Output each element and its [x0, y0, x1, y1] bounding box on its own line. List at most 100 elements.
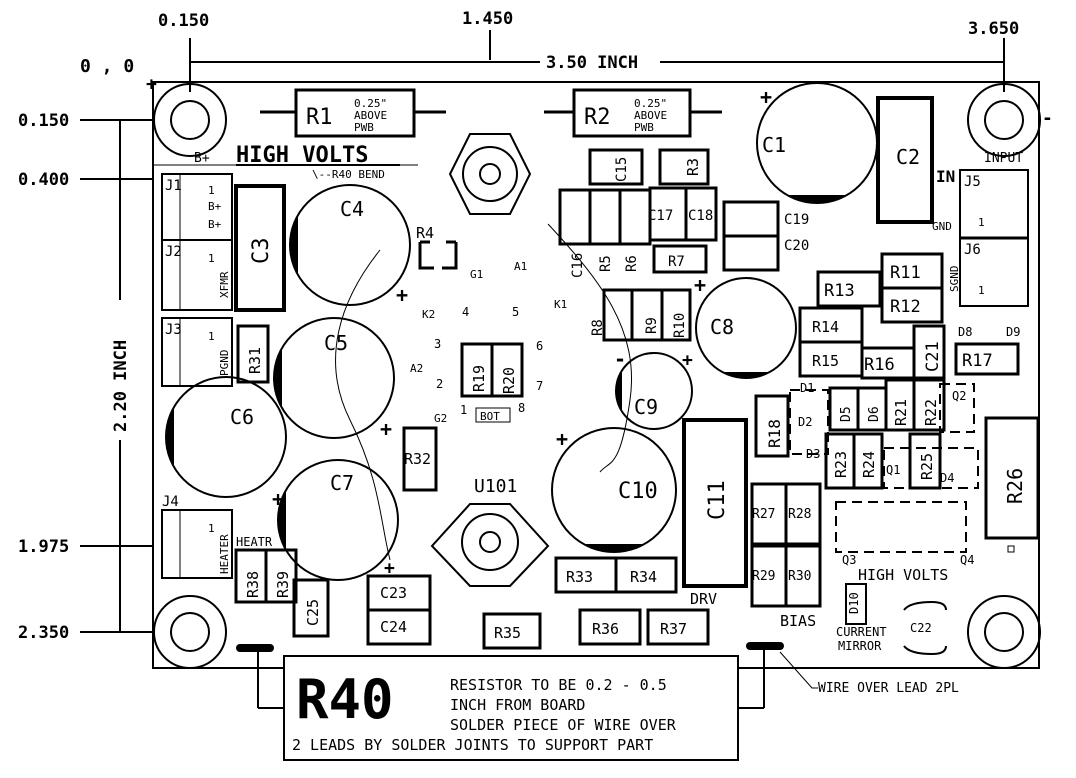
- label-c4: C4: [340, 197, 364, 221]
- label-r27: R27: [752, 507, 775, 522]
- label-p4: 4: [462, 305, 469, 319]
- label-r16: R16: [864, 355, 895, 375]
- label-plus: +: [556, 427, 568, 451]
- u101-regulator: [430, 503, 550, 587]
- r40-line1: RESISTOR TO BE 0.2 - 0.5: [450, 676, 667, 694]
- mounting-hole-top-right: [967, 83, 1041, 157]
- dim-y-top: 0.150: [18, 111, 69, 131]
- label-pin1: 1: [208, 184, 215, 197]
- label-current: CURRENT: [836, 625, 887, 639]
- label-c20: C20: [784, 238, 809, 254]
- label-pin1: 1: [978, 216, 985, 229]
- label-p1: 1: [460, 403, 467, 417]
- label-c17: C17: [648, 208, 673, 224]
- label-note-b: ABOVE: [634, 109, 667, 122]
- mounting-hole-bottom-left: [153, 595, 227, 669]
- label-c3: C3: [249, 238, 274, 265]
- label-note-a: 0.25": [634, 97, 667, 110]
- label-c25: C25: [304, 599, 322, 626]
- label-r40-bend: \--R40 BEND: [312, 168, 385, 181]
- label-r12: R12: [890, 297, 921, 317]
- label-r22: R22: [922, 399, 940, 426]
- label-j6: J6: [964, 242, 981, 258]
- label-g2: G2: [434, 412, 447, 425]
- capacitor-c2: [876, 96, 934, 224]
- label-plus: +: [694, 273, 706, 297]
- label-p6: 6: [536, 339, 543, 353]
- label-plus: +: [384, 558, 395, 579]
- label-c11: C11: [705, 480, 730, 520]
- smd-footprints: [234, 148, 1040, 650]
- label-c1: C1: [762, 133, 786, 157]
- r40-line3: SOLDER PIECE OF WIRE OVER: [450, 716, 677, 734]
- label-plus: +: [380, 417, 392, 441]
- label-j5: J5: [964, 174, 981, 190]
- label-a1: A1: [514, 260, 527, 273]
- label-r35: R35: [494, 624, 521, 642]
- label-r23: R23: [832, 451, 850, 478]
- label-c9: C9: [634, 395, 658, 419]
- label-d10: D10: [847, 592, 861, 614]
- label-j4: J4: [162, 494, 179, 510]
- label-j1: J1: [165, 178, 182, 194]
- label-r32: R32: [404, 450, 431, 468]
- origin-label: 0 , 0: [80, 56, 134, 77]
- label-b-plus: B+: [208, 218, 222, 231]
- dim-x-right: 3.650: [968, 19, 1019, 39]
- label-c18: C18: [688, 208, 713, 224]
- label-plus: +: [760, 85, 772, 109]
- label-b-plus: B+: [208, 200, 222, 213]
- label-c15: C15: [614, 157, 630, 182]
- label-d9: D9: [1006, 325, 1020, 339]
- label-plus: +: [272, 487, 284, 511]
- label-r25: R25: [918, 453, 936, 480]
- dim-y-bottom: 2.350: [18, 623, 69, 643]
- label-input: INPUT: [984, 151, 1023, 166]
- label-r20: R20: [500, 367, 518, 394]
- label-c6: C6: [230, 405, 254, 429]
- resistor-r2: [544, 88, 722, 138]
- label-r9: R9: [644, 317, 660, 334]
- label-c21: C21: [923, 341, 943, 372]
- label-r37: R37: [660, 620, 687, 638]
- label-bot: BOT: [480, 410, 500, 423]
- label-g1: G1: [470, 268, 483, 281]
- label-q2: Q2: [952, 389, 966, 403]
- connectors: [161, 169, 1029, 579]
- label-pin1: 1: [208, 252, 215, 265]
- label-r34: R34: [630, 568, 657, 586]
- label-j3: J3: [165, 322, 182, 338]
- label-pin1: 1: [208, 522, 215, 535]
- label-q4: Q4: [960, 553, 974, 567]
- label-c16: C16: [570, 253, 586, 278]
- label-r30: R30: [788, 569, 811, 584]
- label-drv: DRV: [690, 590, 717, 608]
- label-c19: C19: [784, 212, 809, 228]
- label-p3: 3: [434, 337, 441, 351]
- label-c24: C24: [380, 618, 407, 636]
- capacitor-c11: [682, 418, 748, 588]
- label-r13: R13: [824, 281, 855, 301]
- label-r33: R33: [566, 568, 593, 586]
- r40-line2: INCH FROM BOARD: [450, 696, 585, 714]
- label-q3: Q3: [842, 553, 856, 567]
- label-r3: R3: [684, 158, 702, 176]
- label-r29: R29: [752, 569, 775, 584]
- r40-note-box: [283, 655, 739, 761]
- label-r39: R39: [274, 571, 292, 598]
- label-r18: R18: [765, 419, 784, 448]
- label-heater: HEATER: [218, 534, 231, 574]
- label-c7: C7: [330, 471, 354, 495]
- label-r26: R26: [1003, 468, 1027, 504]
- label-r24: R24: [860, 451, 878, 478]
- label-r19: R19: [470, 365, 488, 392]
- label-a2: A2: [410, 362, 423, 375]
- label-r21: R21: [892, 399, 910, 426]
- dim-height-label: 2.20 INCH: [111, 340, 131, 432]
- r40-bend-wire: [335, 249, 391, 561]
- label-gnd: GND: [932, 220, 952, 233]
- label-k1: K1: [554, 298, 567, 311]
- label-note-a: 0.25": [354, 97, 387, 110]
- label-r15: R15: [812, 352, 839, 370]
- label-b-plus: B+: [194, 151, 210, 166]
